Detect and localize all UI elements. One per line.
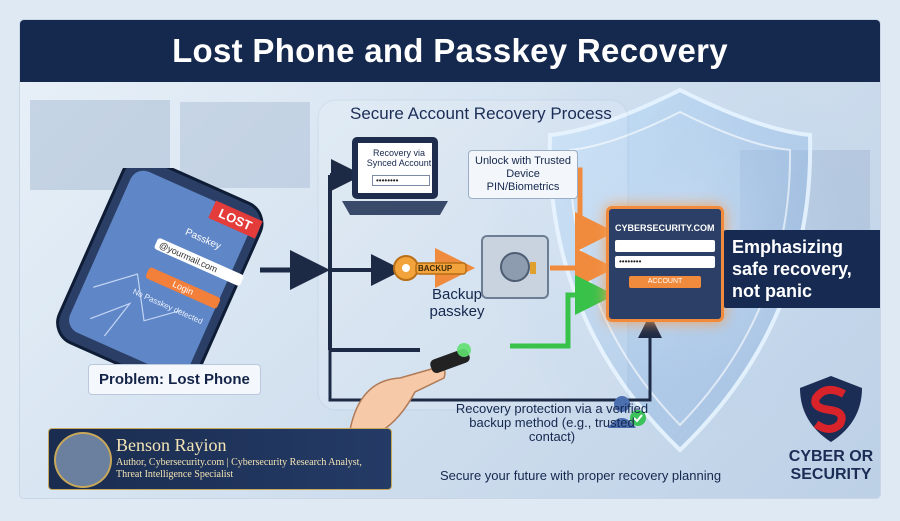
problem-label: Problem: Lost Phone [88,364,261,395]
footer-text: Secure your future with proper recovery … [440,468,722,483]
process-title: Secure Account Recovery Process [350,104,612,123]
unlock-label: Unlock with Trusted Device PIN/Biometric… [468,150,578,199]
avatar [54,432,112,488]
brand-logo-icon [800,376,862,442]
author-name: Benson Rayion [116,435,227,455]
infographic-frame: Lost Phone and Passkey Recovery Secure A… [20,20,880,498]
author-card [48,428,392,490]
safe-icon [481,235,549,299]
secure-site-window: CYBERSECURITY.COM •••••••• ACCOUNT [606,206,724,322]
site-name: CYBERSECURITY.COM [615,223,715,233]
laptop-label: Recovery via Synced Account [366,148,432,168]
arrow-usbkey-to-site [510,275,615,349]
bg-monitor-mid [180,102,310,188]
user-check-icon [608,396,646,428]
page-title: Lost Phone and Passkey Recovery [172,32,728,69]
laptop-password-field: •••••••• [372,175,430,186]
brand-name: CYBER OR SECURITY [786,448,876,484]
laptop-icon [342,137,448,215]
key-icon [393,255,467,281]
site-account-button: ACCOUNT [629,276,701,288]
backup-key-tag: BACKUP [418,264,453,273]
brand-line-2: SECURITY [790,466,872,483]
author-role: Author, Cybersecurity.com | Cybersecurit… [116,457,362,480]
usb-security-key-icon [349,343,471,433]
backup-passkey-label: Backup passkey [429,286,485,320]
site-username-field [615,240,715,252]
protection-text: Recovery protection via a verified backu… [455,401,649,444]
brand-line-1: CYBER OR [788,448,874,465]
title-bar: Lost Phone and Passkey Recovery [20,20,880,82]
emphasis-callout: Emphasizing safe recovery, not panic [724,230,880,308]
site-password-field: •••••••• [615,256,715,268]
